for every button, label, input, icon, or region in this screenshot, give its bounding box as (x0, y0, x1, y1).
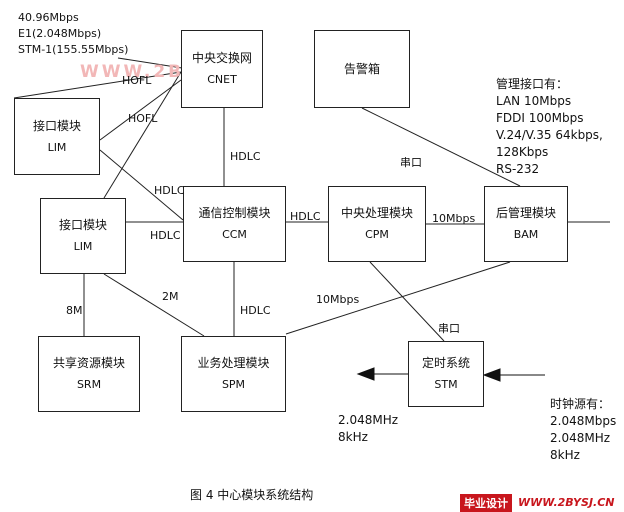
box-bam: 后管理模块 BAM (484, 186, 568, 262)
clock-source-item: 8kHz (550, 448, 580, 462)
box-cpm-cn: 中央处理模块 (340, 206, 413, 220)
mgmt-interfaces: 管理接口有： LAN 10Mbps FDDI 100Mbps V.24/V.35… (496, 76, 603, 178)
clock-source-item: 2.048Mbps (550, 414, 617, 428)
box-srm-cn: 共享资源模块 (52, 356, 125, 370)
mgmt-interfaces-title: 管理接口有： (496, 77, 569, 91)
box-stm-cn: 定时系统 (421, 356, 470, 370)
line-lim-mid-cnet (103, 71, 182, 199)
logo-url: WWW.2BYSJ.CN (518, 496, 615, 509)
box-stm-en: STM (434, 378, 458, 391)
box-bam-cn: 后管理模块 (495, 206, 556, 220)
box-lim-top-cn: 接口模块 (32, 118, 81, 133)
box-stm: 定时系统 STM (408, 341, 484, 407)
box-lim-mid: 接口模块 LIM (40, 198, 126, 274)
clock-sources-title: 时钟源有： (550, 397, 611, 411)
box-spm-cn: 业务处理模块 (197, 356, 270, 370)
box-ccm: 通信控制模块 CCM (183, 186, 286, 262)
mgmt-interface-item: V.24/V.35 64kbps, (496, 128, 603, 142)
clock-source-item: 2.048MHz (550, 431, 611, 445)
mgmt-interface-item: RS-232 (496, 162, 540, 176)
figure-caption: 图 4 中心模块系统结构 (190, 488, 314, 502)
box-cnet-cn: 中央交换网 (191, 51, 252, 65)
spec-line: E1(2.048Mbps) (18, 27, 102, 40)
label-hofl-2: HOFL (128, 112, 158, 125)
spec-line: STM-1(155.55Mbps) (18, 43, 129, 56)
box-cnet-en: CNET (207, 73, 237, 86)
box-spm-en: SPM (221, 378, 246, 391)
label-8m: 8M (66, 304, 83, 317)
box-spm: 业务处理模块 SPM (181, 336, 286, 412)
label-hofl-1: HOFL (122, 74, 152, 87)
box-srm: 共享资源模块 SRM (38, 336, 140, 412)
line-lim-mid-spm (103, 273, 205, 337)
label-hdlc-ccm-spm: HDLC (240, 304, 271, 317)
line-alarm-bam (361, 107, 521, 187)
label-hdlc-lim-top-ccm: HDLC (154, 184, 185, 197)
label-10mbps-cpm-bam: 10Mbps (432, 212, 476, 225)
line-spm-bam (285, 261, 511, 335)
box-cpm-en: CPM (365, 228, 389, 241)
mgmt-interface-item: LAN 10Mbps (496, 94, 572, 108)
top-left-specs: 40.96Mbps E1(2.048Mbps) STM-1(155.55Mbps… (18, 10, 128, 58)
box-srm-en: SRM (76, 378, 102, 391)
line-hofl-lim-top-cnet (13, 71, 182, 99)
label-serial-alarm: 串口 (400, 156, 422, 169)
spec-line: 40.96Mbps (18, 11, 79, 24)
stm-output-item: 2.048MHz (338, 413, 399, 427)
label-serial-stm: 串口 (438, 322, 460, 335)
box-lim-top-en: LIM (47, 140, 67, 154)
logo-badge: 毕业设计 (460, 493, 512, 512)
mgmt-interface-item: FDDI 100Mbps (496, 111, 584, 125)
site-logo: 毕业设计 WWW.2BYSJ.CN (460, 493, 624, 512)
clock-sources: 时钟源有： 2.048Mbps 2.048MHz 8kHz (550, 396, 616, 464)
box-bam-en: BAM (513, 228, 539, 241)
box-cpm: 中央处理模块 CPM (328, 186, 426, 262)
box-lim-mid-cn: 接口模块 (58, 218, 107, 232)
stm-output-item: 8kHz (338, 430, 368, 444)
stm-outputs: 2.048MHz 8kHz (338, 412, 398, 446)
label-hdlc-cnet-ccm: HDLC (230, 150, 261, 163)
label-10mbps-spm-bam: 10Mbps (316, 293, 360, 306)
box-alarm: 告警箱 (314, 30, 410, 108)
line-hofl-lim-top-cnet-2 (99, 79, 182, 141)
box-cnet: 中央交换网 CNET (181, 30, 263, 108)
line-stm1-cnet (117, 57, 183, 69)
box-ccm-en: CCM (222, 228, 247, 241)
label-hdlc-lim-mid-ccm: HDLC (150, 229, 181, 242)
line-lim-top-ccm (99, 149, 184, 221)
label-hdlc-ccm-cpm: HDLC (290, 210, 321, 223)
label-2m: 2M (162, 290, 179, 303)
box-alarm-cn: 告警箱 (343, 62, 380, 76)
mgmt-interface-item: 128Kbps (496, 145, 549, 159)
line-cpm-stm (369, 261, 445, 342)
box-ccm-cn: 通信控制模块 (198, 206, 271, 220)
box-lim-top: 接口模块 LIM (14, 98, 100, 175)
box-lim-mid-en: LIM (73, 240, 93, 253)
